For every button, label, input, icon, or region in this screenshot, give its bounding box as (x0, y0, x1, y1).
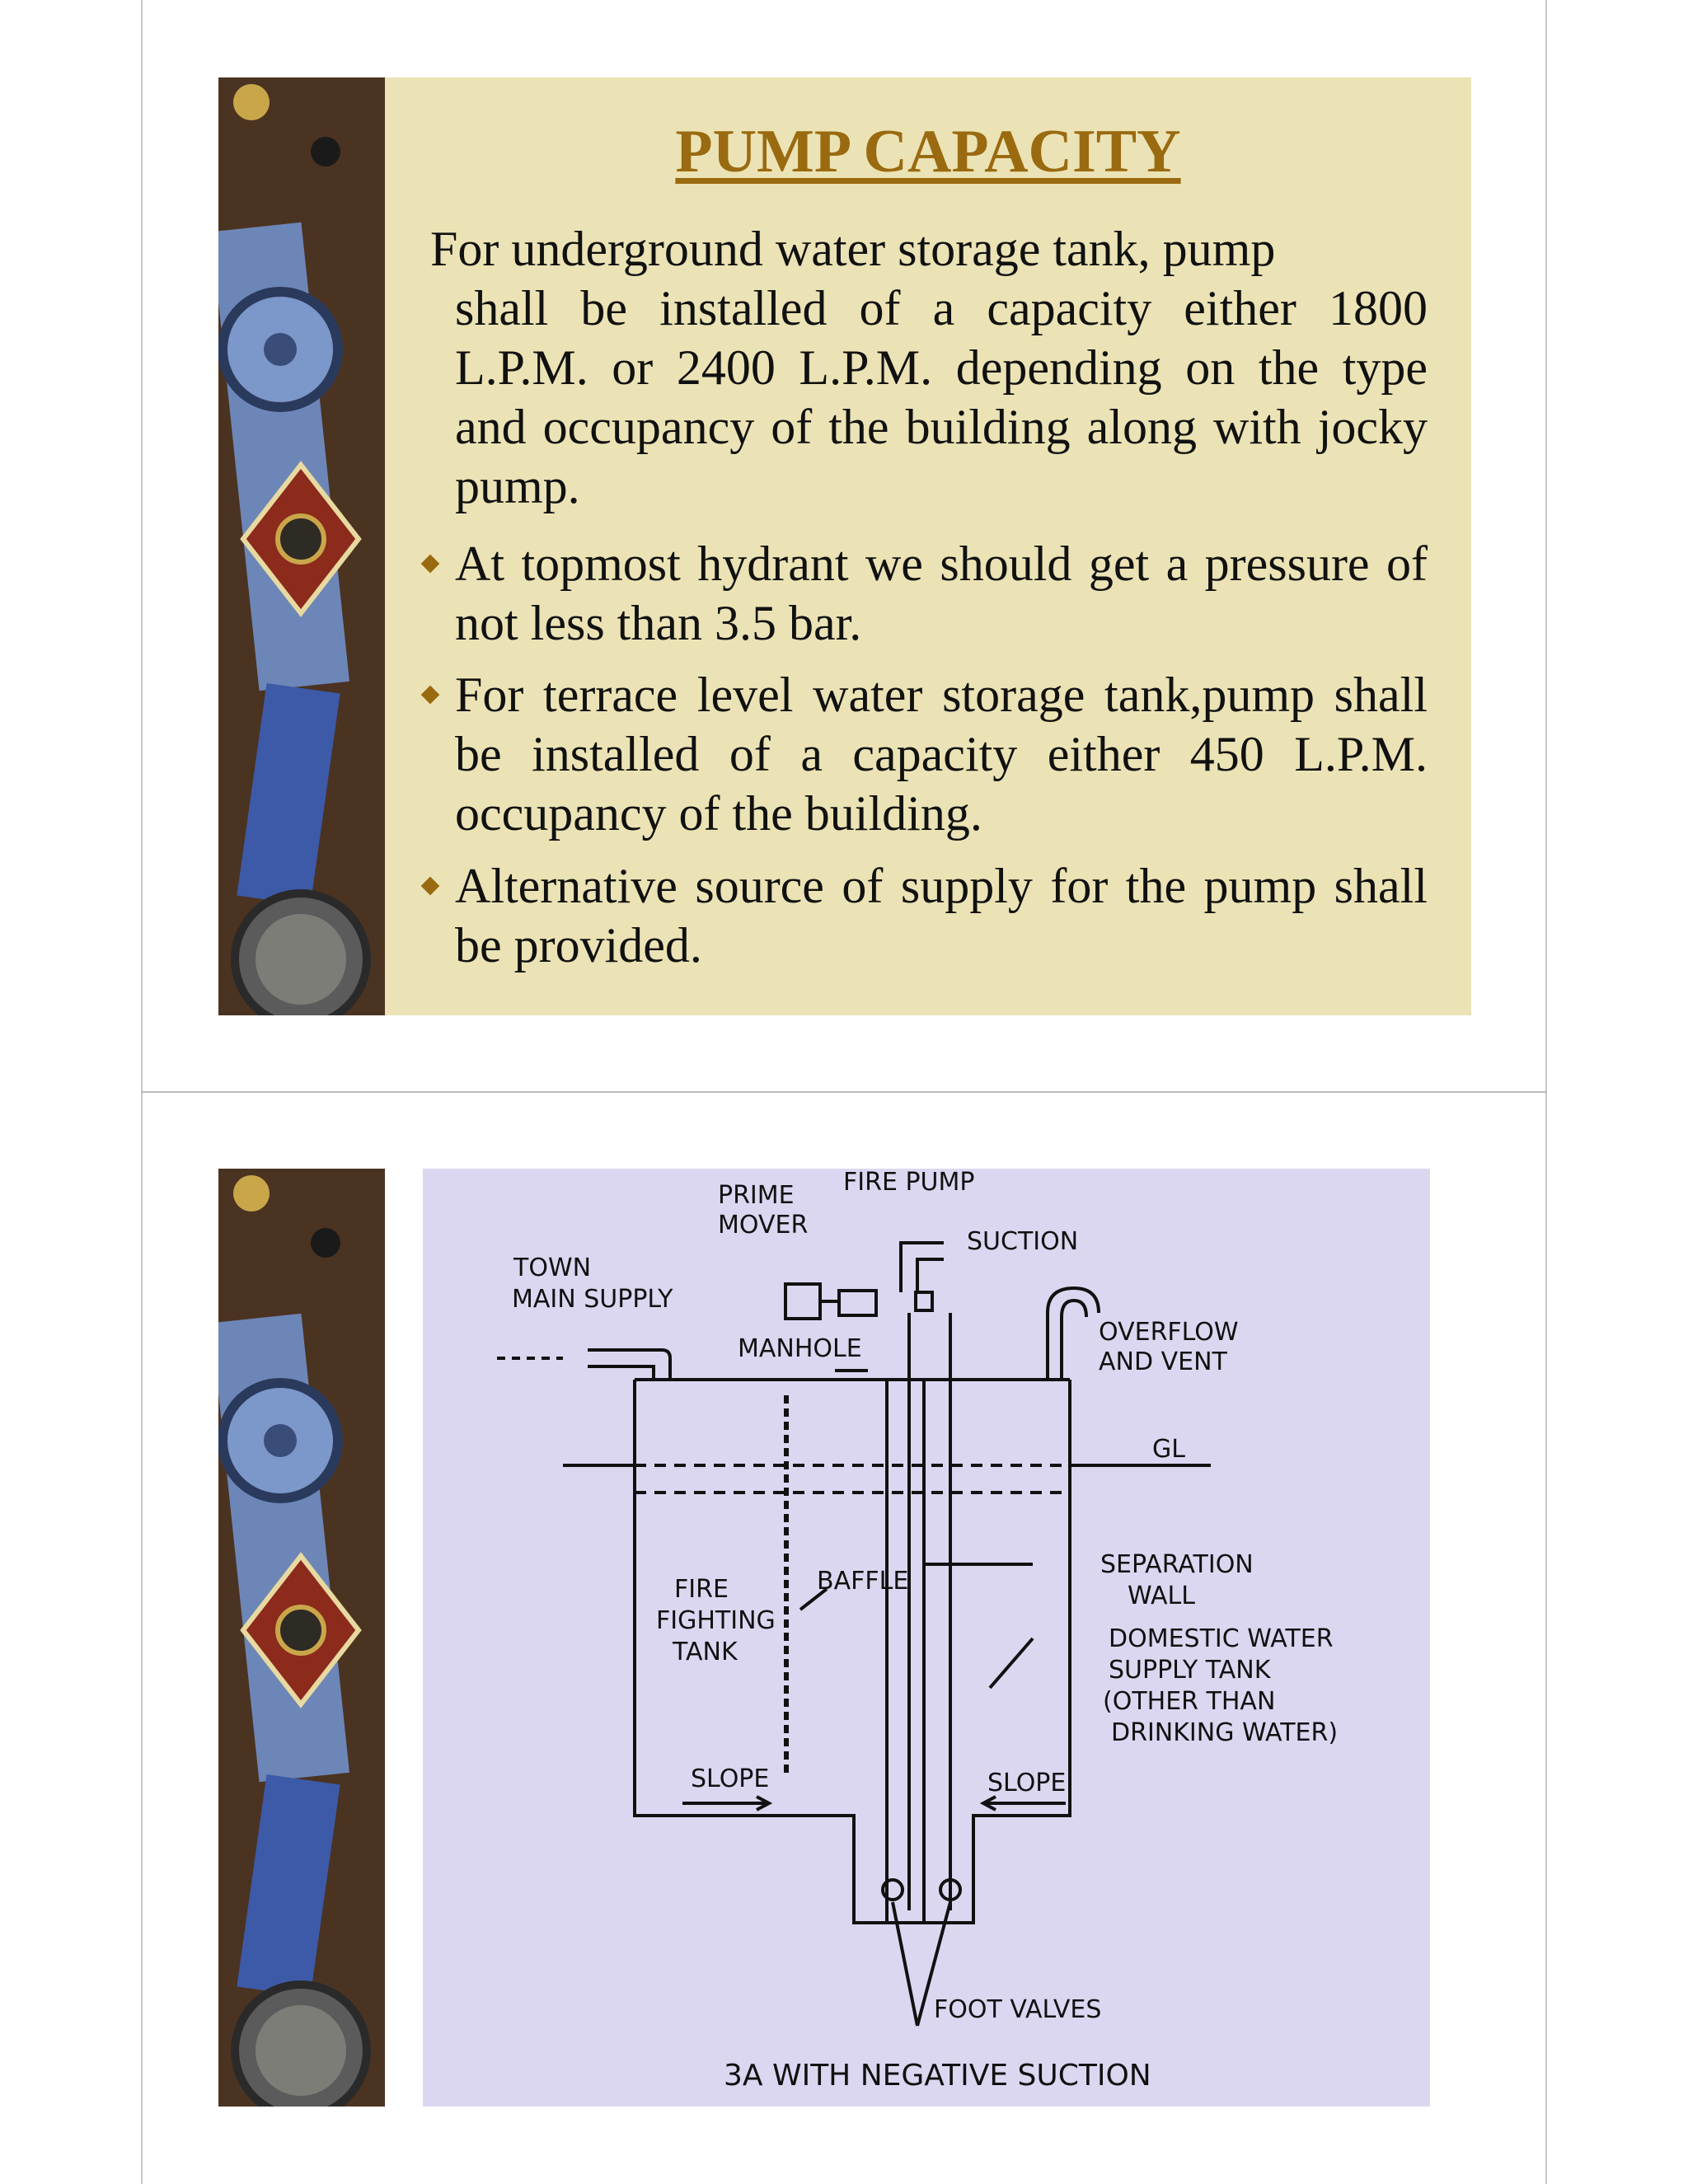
intro-paragraph: For underground water storage tank, pump… (430, 219, 1428, 516)
slide-pump-capacity: PUMP CAPACITY For underground water stor… (218, 77, 1471, 1015)
diamond-bullet-icon (420, 685, 440, 705)
label-baffle: BAFFLE (817, 1567, 908, 1596)
label-fire-fighting-tank: FIRE (674, 1575, 729, 1604)
label-domestic-tank: (OTHER THAN (1103, 1687, 1275, 1716)
label-town-main: MAIN SUPPLY (512, 1285, 673, 1314)
bullet-text: For terrace level water storage tank,pum… (455, 668, 1428, 841)
label-suction: SUCTION (967, 1227, 1078, 1256)
diagram-caption: 3A WITH NEGATIVE SUCTION (724, 2059, 1151, 2093)
intro-rest: shall be installed of a capacity either … (455, 281, 1428, 513)
tank-diagram: PRIME MOVER FIRE PUMP SUCTION TOWN MAIN … (423, 1169, 1430, 2107)
label-domestic-tank: DRINKING WATER) (1111, 1718, 1338, 1747)
label-slope-left: SLOPE (691, 1765, 769, 1793)
bullet-item: Alternative source of supply for the pum… (420, 856, 1428, 975)
bullet-text: At topmost hydrant we should get a press… (455, 537, 1428, 650)
slide-text-panel: PUMP CAPACITY For underground water stor… (385, 77, 1471, 1015)
label-slope-right: SLOPE (987, 1769, 1066, 1797)
bullet-item: For terrace level water storage tank,pum… (420, 665, 1428, 843)
label-prime-mover: MOVER (718, 1211, 808, 1240)
decorative-medals-image (218, 77, 385, 1015)
bullet-item: At topmost hydrant we should get a press… (420, 534, 1428, 653)
label-fire-fighting-tank: FIGHTING (656, 1606, 776, 1635)
bullet-text: Alternative source of supply for the pum… (455, 859, 1428, 972)
page-divider (141, 1091, 1547, 1093)
tank-outline (633, 1380, 1071, 1924)
label-domestic-tank: DOMESTIC WATER (1109, 1624, 1334, 1653)
label-town-main: TOWN (513, 1254, 591, 1282)
tank-diagram-drawing: PRIME MOVER FIRE PUMP SUCTION TOWN MAIN … (497, 1169, 1338, 2093)
label-manhole: MANHOLE (738, 1334, 862, 1363)
diamond-bullet-icon (420, 876, 440, 896)
intro-line-1: For underground water storage tank, pump (430, 222, 1276, 276)
label-prime-mover: PRIME (718, 1181, 795, 1210)
label-separation-wall: SEPARATION (1100, 1550, 1254, 1579)
label-gl: GL (1152, 1435, 1185, 1464)
decorative-medals-image (218, 1169, 385, 2107)
label-domestic-tank: SUPPLY TANK (1109, 1656, 1272, 1685)
slide-tank-diagram: PRIME MOVER FIRE PUMP SUCTION TOWN MAIN … (218, 1169, 1471, 2107)
label-separation-wall: WALL (1128, 1582, 1195, 1610)
label-overflow: AND VENT (1099, 1347, 1228, 1376)
label-fire-fighting-tank: TANK (672, 1638, 738, 1666)
label-fire-pump: FIRE PUMP (843, 1169, 974, 1197)
label-foot-valves: FOOT VALVES (934, 1995, 1101, 2024)
slide-title: PUMP CAPACITY (675, 118, 1181, 185)
diamond-bullet-icon (420, 554, 440, 574)
label-overflow: OVERFLOW (1099, 1318, 1239, 1347)
